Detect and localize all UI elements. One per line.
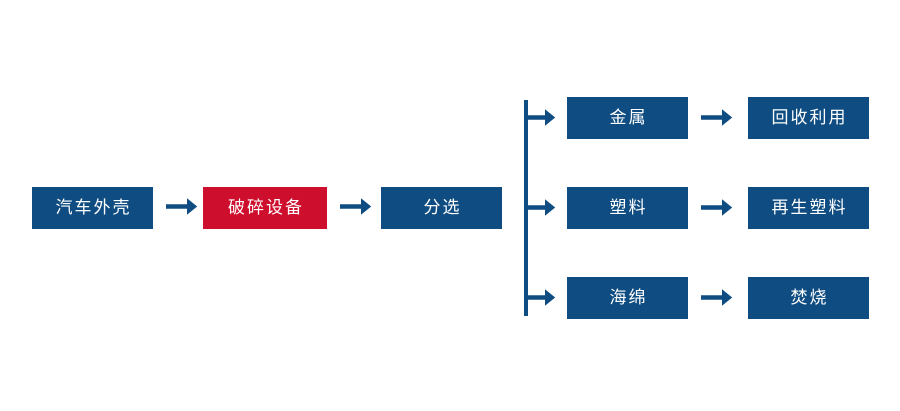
arrow-right-icon-metal-to-recycle (701, 108, 733, 127)
arrow-right-icon-crusher-to-sorting (340, 197, 372, 216)
arrow-right-icon-sponge-to-incineration (701, 288, 733, 307)
arrow-right-icon-shell-to-crusher (166, 197, 198, 216)
node-material-plastic[interactable]: 塑料 (567, 187, 688, 229)
branch-arrow-right-icon-sponge (528, 288, 556, 307)
node-material-metal-label: 金属 (609, 107, 648, 128)
node-car-shell[interactable]: 汽车外壳 (32, 187, 153, 229)
node-material-sponge[interactable]: 海绵 (567, 277, 688, 319)
node-car-shell-label: 汽车外壳 (55, 197, 132, 218)
node-destination-incineration[interactable]: 焚烧 (748, 277, 869, 319)
branch-arrow-right-icon-plastic (528, 198, 556, 217)
node-material-metal[interactable]: 金属 (567, 97, 688, 139)
node-destination-recycle[interactable]: 回收利用 (748, 97, 869, 139)
node-crusher-label: 破碎设备 (228, 197, 304, 218)
node-destination-regenerated-plastic[interactable]: 再生塑料 (748, 187, 869, 229)
arrow-right-icon-plastic-to-regenerated (701, 198, 733, 217)
vertical-split-line (524, 100, 528, 316)
node-material-sponge-label: 海绵 (609, 287, 648, 308)
node-destination-regenerated-plastic-label: 再生塑料 (771, 197, 848, 218)
node-sorting-label: 分选 (423, 197, 462, 218)
node-crusher[interactable]: 破碎设备 (203, 187, 327, 229)
branch-arrow-right-icon-metal (528, 108, 556, 127)
node-sorting[interactable]: 分选 (381, 187, 502, 229)
node-destination-recycle-label: 回收利用 (771, 107, 848, 128)
node-destination-incineration-label: 焚烧 (790, 287, 829, 308)
node-material-plastic-label: 塑料 (609, 197, 648, 218)
